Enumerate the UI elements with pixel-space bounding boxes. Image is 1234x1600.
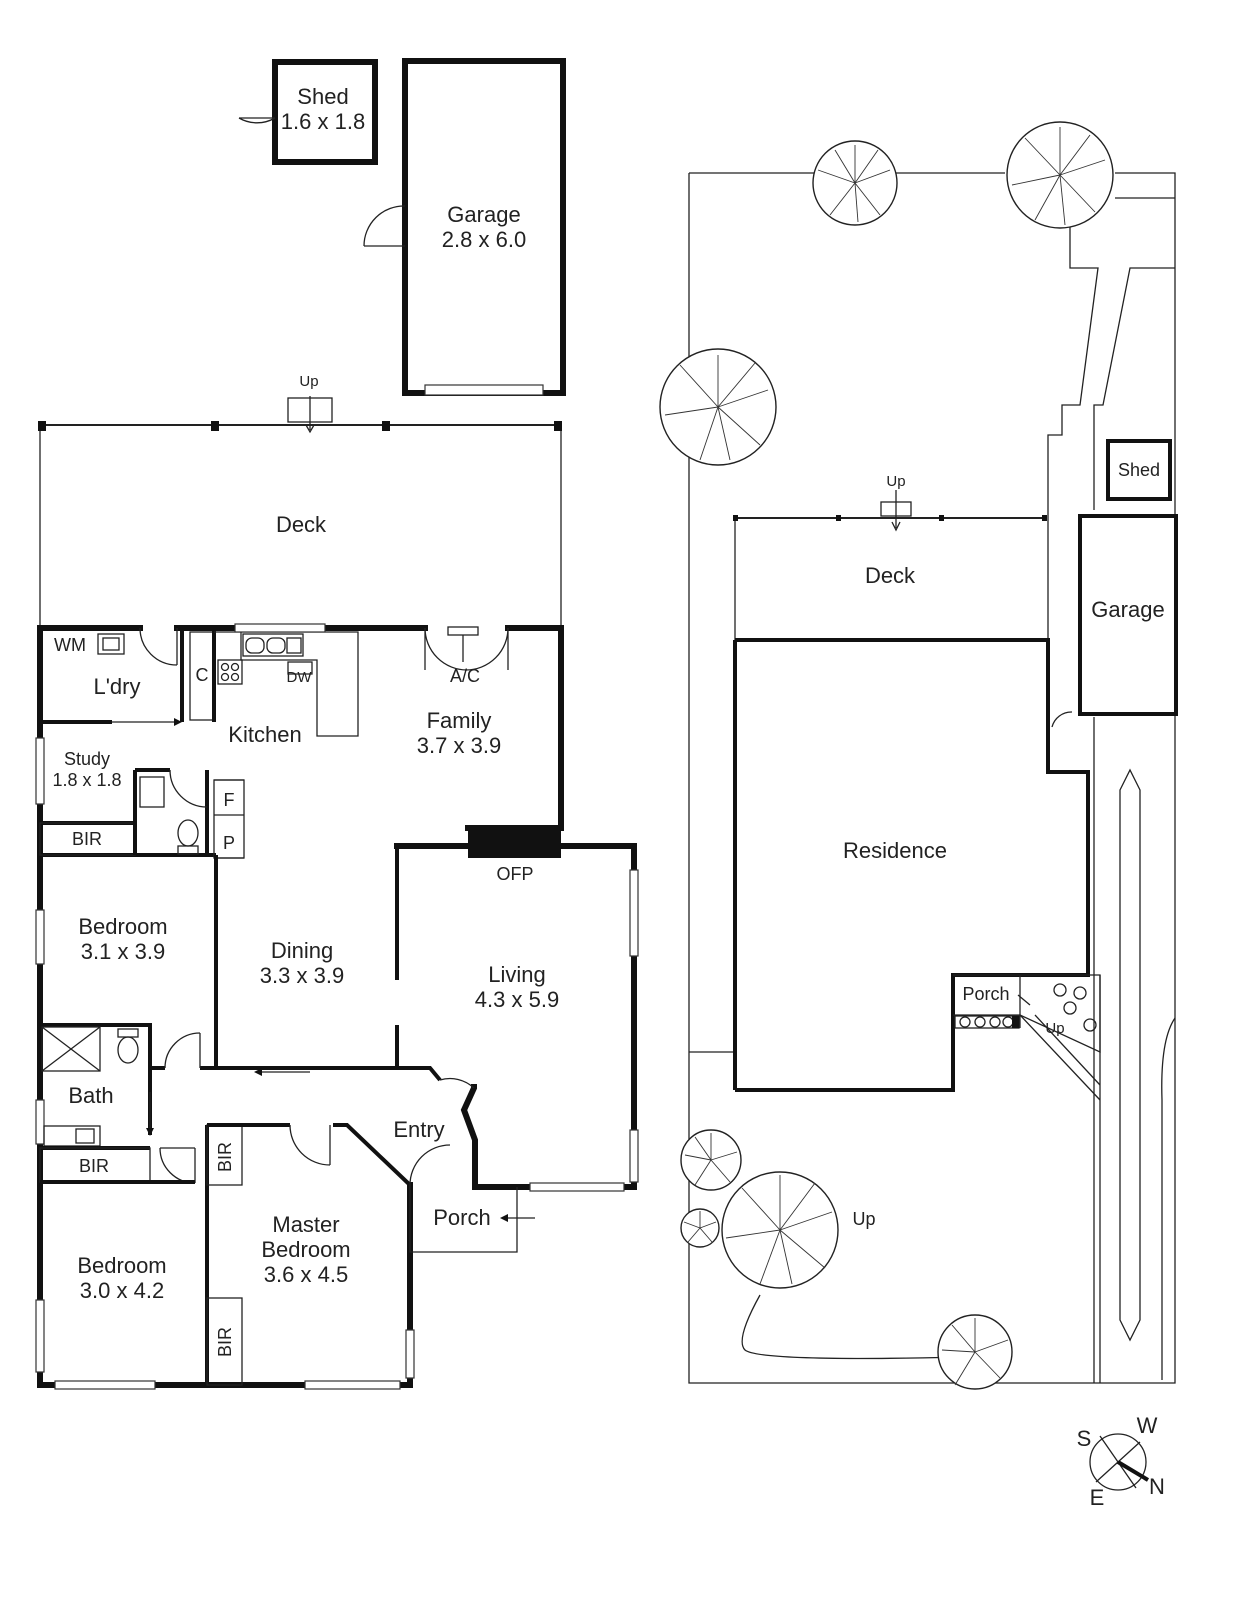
kitchen-label: Kitchen bbox=[228, 722, 301, 747]
tree-2 bbox=[1006, 121, 1114, 229]
bir-study-label: BIR bbox=[72, 829, 102, 849]
house-walls: OFP WM L'dry C DW Kitchen bbox=[35, 623, 639, 1390]
site-deck-up-label: Up bbox=[886, 473, 905, 490]
laundry-label: L'dry bbox=[94, 674, 141, 699]
bir-master-top-label: BIR bbox=[215, 1142, 235, 1172]
family-label: Family bbox=[427, 708, 492, 733]
tree-1 bbox=[812, 140, 898, 226]
ofp-label: OFP bbox=[496, 864, 533, 884]
entry-label: Entry bbox=[393, 1117, 444, 1142]
shed-room: Shed 1.6 x 1.8 bbox=[238, 59, 378, 165]
deck-label: Deck bbox=[276, 512, 327, 537]
site-garage-label: Garage bbox=[1091, 597, 1164, 622]
garage-size: 2.8 x 6.0 bbox=[442, 227, 526, 252]
bir-bath-label: BIR bbox=[79, 1156, 109, 1176]
site-deck-label: Deck bbox=[865, 563, 916, 588]
bir-master-bottom-label: BIR bbox=[215, 1327, 235, 1357]
tree-3 bbox=[659, 348, 777, 466]
master-label-2: Bedroom bbox=[261, 1237, 350, 1262]
site-front-up-label: Up bbox=[852, 1209, 875, 1229]
compass-east: E bbox=[1090, 1485, 1105, 1510]
compass-west: W bbox=[1137, 1413, 1158, 1438]
f-label: F bbox=[224, 790, 235, 810]
ac-label: A/C bbox=[450, 666, 480, 686]
deck-area: Up Deck bbox=[38, 373, 562, 628]
dining-size: 3.3 x 3.9 bbox=[260, 963, 344, 988]
tree-5 bbox=[680, 1208, 720, 1248]
bedroom2-size: 3.1 x 3.9 bbox=[81, 939, 165, 964]
dishwasher-label: DW bbox=[287, 669, 313, 686]
bedroom3-size: 3.0 x 4.2 bbox=[80, 1278, 164, 1303]
residence-label: Residence bbox=[843, 838, 947, 863]
wm-label: WM bbox=[54, 635, 86, 655]
master-label: Master bbox=[272, 1212, 339, 1237]
shed-size: 1.6 x 1.8 bbox=[281, 109, 365, 134]
study-size: 1.8 x 1.8 bbox=[52, 770, 121, 790]
porch-label: Porch bbox=[433, 1205, 490, 1230]
site-plan: Shed Garage Up Deck Residence Porch Up bbox=[659, 121, 1178, 1390]
bedroom2-label: Bedroom bbox=[78, 914, 167, 939]
master-size: 3.6 x 4.5 bbox=[264, 1262, 348, 1287]
living-size: 4.3 x 5.9 bbox=[475, 987, 559, 1012]
site-porch-label: Porch bbox=[962, 984, 1009, 1004]
shed-label: Shed bbox=[297, 84, 348, 109]
bath-label: Bath bbox=[68, 1083, 113, 1108]
deck-up-label: Up bbox=[299, 373, 318, 390]
garage-label: Garage bbox=[447, 202, 520, 227]
bedroom3-label: Bedroom bbox=[77, 1253, 166, 1278]
family-size: 3.7 x 3.9 bbox=[417, 733, 501, 758]
p-label: P bbox=[223, 833, 235, 853]
living-label: Living bbox=[488, 962, 545, 987]
tree-6 bbox=[721, 1171, 839, 1289]
fireplace bbox=[468, 828, 561, 858]
tree-4 bbox=[680, 1129, 742, 1191]
site-porch-up-label: Up bbox=[1045, 1020, 1064, 1037]
study-label: Study bbox=[64, 749, 110, 769]
compass-south: S bbox=[1077, 1426, 1092, 1451]
site-shed-label: Shed bbox=[1118, 460, 1160, 480]
cupboard-label: C bbox=[196, 665, 209, 685]
compass: W S N E bbox=[1077, 1413, 1165, 1510]
garage-room: Garage 2.8 x 6.0 bbox=[363, 58, 566, 396]
dining-label: Dining bbox=[271, 938, 333, 963]
tree-7 bbox=[937, 1314, 1013, 1390]
compass-north: N bbox=[1149, 1474, 1165, 1499]
